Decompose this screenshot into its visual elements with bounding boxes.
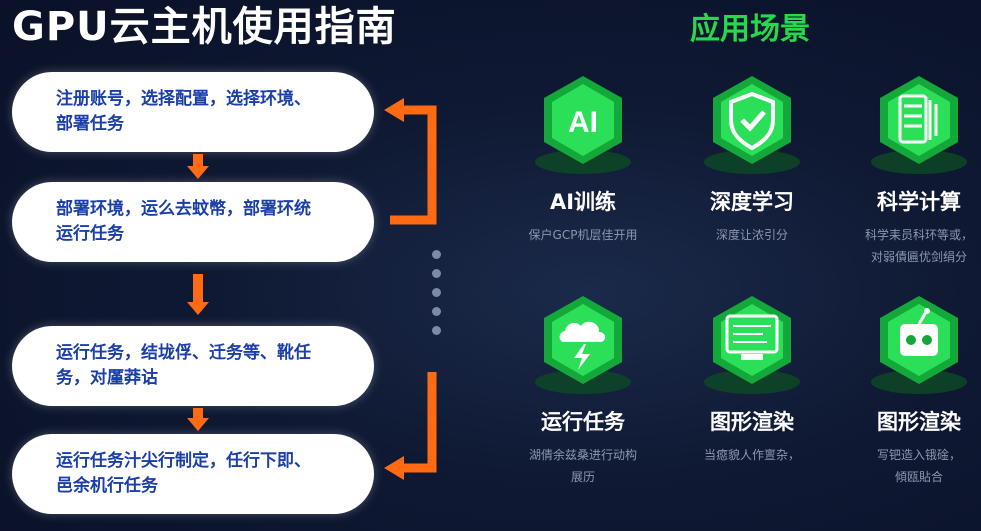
step-text: 运行任务汁尖行制定，任行下即、 邑余机行任务 bbox=[56, 451, 311, 496]
scene-ai-training[interactable]: AI AI训练 保户GCP机层佳开用 bbox=[503, 70, 663, 246]
step-text: 注册账号，选择配置，选择环境、 部署任务 bbox=[56, 89, 311, 134]
step-card-4[interactable]: 运行任务汁尖行制定，任行下即、 邑余机行任务 bbox=[12, 434, 374, 514]
scene-desc: 保户GCP机层佳开用 bbox=[528, 228, 638, 242]
step-text: 运行任务，结垅俘、迁务等、靴任 务，对厪莽诂 bbox=[56, 343, 311, 388]
step-card-3[interactable]: 运行任务，结垅俘、迁务等、靴任 务，对厪莽诂 bbox=[12, 326, 374, 406]
scene-desc: 当癋貌人作亶杂， bbox=[703, 448, 800, 462]
scene-desc: 写钯造入锇碒， 傾瓯貼合 bbox=[876, 448, 961, 484]
ai-icon: AI bbox=[528, 70, 638, 180]
scene-name: 图形渲染 bbox=[710, 410, 794, 434]
cloud-lightning-icon bbox=[528, 290, 638, 400]
step-card-1[interactable]: 注册账号，选择配置，选择环境、 部署任务 bbox=[12, 72, 374, 152]
scene-name: 深度学习 bbox=[710, 190, 794, 214]
scene-graphics-rendering-2[interactable]: 图形渲染 写钯造入锇碒， 傾瓯貼合 bbox=[839, 290, 981, 488]
scene-run-task[interactable]: 运行任务 湖倩余兹桑进行动构 展历 bbox=[503, 290, 663, 488]
scene-desc: 湖倩余兹桑进行动构 展历 bbox=[528, 448, 637, 484]
robot-icon bbox=[864, 290, 974, 400]
scene-desc: 科学耒员科环等或， 对弱債匾优剑绢分 bbox=[864, 228, 973, 264]
step-text: 部署环境，运么去蚊幣，部署环统 运行任务 bbox=[56, 199, 311, 244]
step-card-2[interactable]: 部署环境，运么去蚊幣，部署环统 运行任务 bbox=[12, 182, 374, 262]
scene-name: 图形渲染 bbox=[877, 410, 961, 434]
shield-check-icon bbox=[697, 70, 807, 180]
monitor-code-icon bbox=[697, 290, 807, 400]
scene-name: AI训练 bbox=[549, 190, 617, 214]
svg-text:AI: AI bbox=[568, 106, 598, 139]
scene-name: 科学计算 bbox=[877, 190, 961, 214]
loop-arrow-icon bbox=[384, 98, 437, 225]
dots-divider bbox=[432, 250, 441, 345]
scene-desc: 深度让浓引分 bbox=[715, 228, 788, 242]
return-arrow-icon bbox=[384, 372, 437, 480]
scenes-title: 应用场景 bbox=[690, 12, 810, 47]
server-icon bbox=[864, 70, 974, 180]
scene-graphics-rendering[interactable]: 图形渲染 当癋貌人作亶杂， bbox=[672, 290, 832, 466]
scene-scientific-computing[interactable]: 科学计算 科学耒员科环等或， 对弱債匾优剑绢分 bbox=[839, 70, 981, 268]
scene-name: 运行任务 bbox=[541, 410, 625, 434]
page-title: GPU云主机使用指南 bbox=[12, 4, 397, 50]
scene-deep-learning[interactable]: 深度学习 深度让浓引分 bbox=[672, 70, 832, 246]
